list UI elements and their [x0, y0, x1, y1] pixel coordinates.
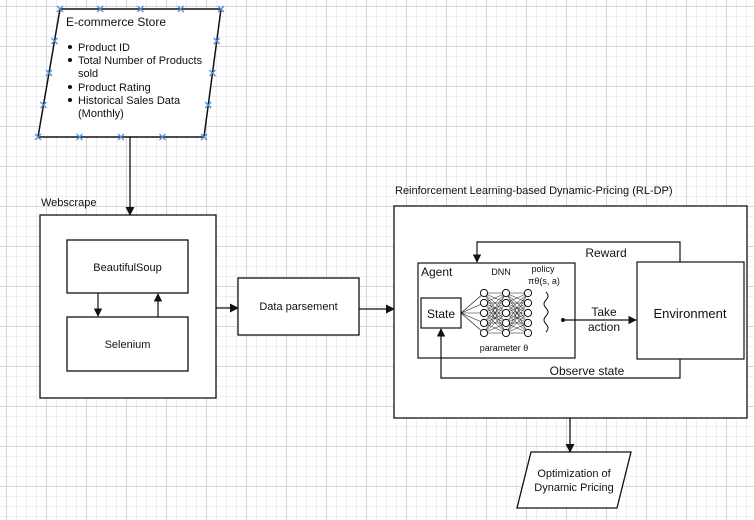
nn-edge — [483, 292, 507, 334]
bullet-icon — [68, 58, 72, 62]
nn-node — [501, 318, 511, 328]
bullet-icon — [68, 45, 72, 49]
selection-handle[interactable] — [45, 69, 53, 77]
output-shape[interactable] — [516, 451, 632, 509]
selenium-label: Selenium — [105, 339, 151, 351]
policy-wave — [543, 291, 549, 333]
nn-edge — [460, 292, 485, 314]
neural-network — [460, 288, 533, 338]
data-parsement-box[interactable] — [237, 277, 360, 336]
parameter-label: parameter θ — [480, 343, 529, 353]
store-item-sold: sold — [78, 68, 98, 80]
action-label: action — [588, 320, 620, 334]
environment-label: Environment — [654, 306, 727, 321]
nn-node — [523, 288, 533, 298]
selection-handle[interactable] — [137, 5, 144, 13]
nn-node — [479, 298, 489, 308]
nn-edge — [505, 302, 529, 334]
nn-node — [501, 298, 511, 308]
take-label: Take — [591, 305, 617, 319]
selection-handle[interactable] — [96, 5, 104, 13]
nn-node — [479, 328, 489, 338]
selenium-box[interactable] — [66, 316, 189, 372]
selection-handle[interactable] — [213, 37, 221, 45]
webscrape-label: Webscrape — [41, 197, 96, 209]
selection-handle[interactable] — [40, 101, 47, 109]
nn-node — [501, 328, 511, 338]
nn-node — [479, 318, 489, 328]
store-item-rating: Product Rating — [78, 82, 151, 94]
dnn-label: DNN — [491, 267, 511, 277]
selection-handle[interactable] — [76, 133, 83, 141]
observe-label: Observe state — [550, 364, 625, 378]
arrow-reward — [472, 241, 681, 263]
nn-edge — [460, 302, 485, 314]
nn-edge — [483, 292, 507, 314]
nn-edge — [505, 292, 529, 324]
selection-handle[interactable] — [159, 133, 166, 141]
nn-edge — [460, 312, 485, 334]
output-line1: Optimization of — [537, 468, 611, 480]
data-parsement-label: Data parsement — [259, 301, 337, 313]
nn-edge — [483, 292, 507, 324]
nn-edge — [505, 292, 529, 314]
output-line2: Dynamic Pricing — [534, 482, 613, 494]
store-item-total-products: Total Number of Products — [78, 55, 203, 67]
nn-node — [523, 318, 533, 328]
store-item-product-id: Product ID — [78, 42, 130, 54]
selection-handle[interactable] — [117, 133, 125, 141]
agent-label: Agent — [421, 265, 453, 279]
nn-node — [523, 298, 533, 308]
state-box — [420, 297, 462, 329]
selection-handles — [34, 5, 225, 141]
bullet-icon — [68, 85, 72, 89]
selection-handle[interactable] — [209, 69, 216, 77]
rldp-label: Reinforcement Learning-based Dynamic-Pri… — [395, 185, 673, 197]
store-title: E-commerce Store — [66, 15, 166, 29]
selection-handle[interactable] — [200, 133, 208, 141]
selection-handle[interactable] — [177, 5, 185, 13]
selection-handle[interactable] — [56, 5, 64, 13]
bullet-icon — [68, 98, 72, 102]
nn-edge — [505, 292, 529, 334]
nn-node — [501, 308, 511, 318]
arrow-observe-state — [436, 328, 681, 379]
nn-edge — [460, 312, 485, 324]
nn-node — [479, 308, 489, 318]
reward-label: Reward — [585, 246, 626, 260]
nn-edge — [483, 302, 507, 334]
store-item-historical: Historical Sales Data — [78, 95, 181, 107]
nn-node — [523, 308, 533, 318]
environment-box — [636, 261, 745, 360]
nn-node — [501, 288, 511, 298]
nn-node — [479, 288, 489, 298]
selection-handle[interactable] — [217, 5, 225, 13]
selection-handle[interactable] — [204, 101, 212, 109]
nn-edge — [483, 312, 507, 334]
nn-node — [523, 328, 533, 338]
state-label: State — [427, 307, 455, 321]
selection-handle[interactable] — [51, 37, 58, 45]
beautifulsoup-box[interactable] — [66, 239, 189, 294]
store-item-monthly: (Monthly) — [78, 108, 124, 120]
selection-handle[interactable] — [34, 133, 42, 141]
nn-edge — [505, 312, 529, 334]
beautifulsoup-label: BeautifulSoup — [93, 262, 162, 274]
policy-symbol: πθ(s, a) — [528, 276, 560, 286]
policy-label: policy — [531, 264, 555, 274]
